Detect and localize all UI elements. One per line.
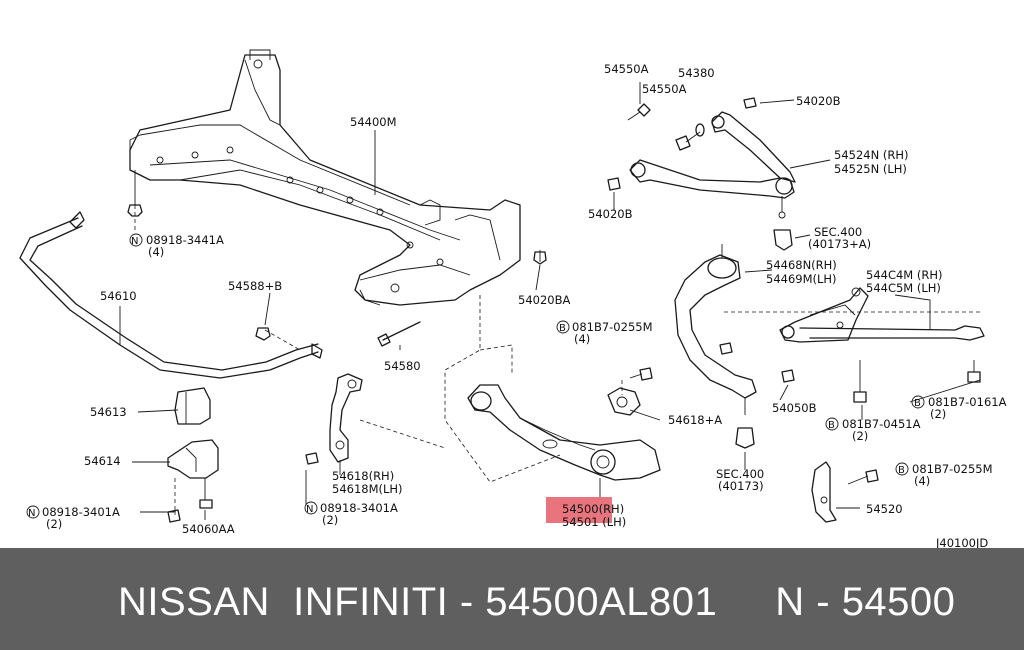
highlighted-part-marker (546, 497, 612, 523)
b-symbol-icon (895, 462, 909, 476)
label-081b7-0161a: 081B7-0161A (928, 395, 1007, 409)
label-40173a: (40173+A) (808, 237, 871, 251)
n-symbol: N (28, 508, 35, 519)
assembly-guide-lines (134, 205, 980, 515)
label-qty-4-a: (4) (148, 245, 164, 259)
label-sec400-upper: SEC.400 (814, 225, 862, 239)
part-number-title: NISSAN INFINITI - 54500AL801 N - 54500 (118, 580, 956, 624)
label-54618-rh: 54618(RH) (332, 469, 394, 483)
label-081b7-0451a: 081B7-0451A (842, 417, 921, 431)
label-54050b: 54050B (772, 401, 817, 415)
label-54613: 54613 (90, 405, 127, 419)
label-54618a: 54618+A (668, 413, 722, 427)
label-qty-2-a: (2) (930, 407, 946, 421)
label-54550a: 54550A (642, 82, 687, 96)
steering-knuckle-illustration (674, 244, 757, 449)
label-qty-2-b: (2) (852, 429, 868, 443)
label-08918-3401a-left: 08918-3401A (42, 505, 120, 519)
label-54500-rh: 54500(RH) (562, 502, 624, 516)
b-symbol: B (828, 420, 835, 431)
label-54588b: 54588+B (228, 279, 282, 293)
n-symbol-icon (129, 233, 143, 247)
stabilizer-bushing-illustration (167, 387, 219, 479)
label-54020b-lower: 54020B (588, 207, 633, 221)
label-54400m: 54400M (350, 115, 397, 129)
label-40173: (40173) (718, 479, 764, 493)
label-54525n: 54525N (LH) (834, 162, 907, 176)
tension-rod-illustration (779, 287, 985, 343)
label-54614: 54614 (84, 454, 121, 468)
label-54020b-upper: 54020B (796, 94, 841, 108)
label-54524n: 54524N (RH) (834, 148, 908, 162)
b-symbol-icon (911, 395, 925, 409)
label-54468n: 54468N(RH) (766, 258, 837, 272)
label-544c4m: 544C4M (RH) (866, 268, 943, 282)
n-symbol-icon (26, 505, 40, 519)
label-544c5m: 544C5M (LH) (866, 281, 941, 295)
leader-lines (119, 82, 981, 520)
lower-control-arm-illustration (467, 384, 661, 481)
b-symbol: B (559, 323, 566, 334)
label-qty-2-d: (2) (322, 513, 338, 527)
label-qty-2-c: (2) (46, 517, 62, 531)
bracket-54520-illustration (811, 461, 837, 523)
b-symbol-icon (825, 417, 839, 431)
label-qty-4-b: (4) (574, 332, 590, 346)
label-54380: 54380 (678, 66, 715, 80)
label-54501-lh: 54501 (LH) (562, 515, 626, 529)
b-symbol: B (898, 465, 905, 476)
exploded-parts-diagram: 54550A 54380 54550A 54020B 54524N (RH) 5… (19, 49, 1007, 548)
label-qty-4-c: (4) (914, 474, 930, 488)
n-symbol: N (131, 236, 138, 247)
n-symbol: N (306, 504, 313, 515)
label-54618m-lh: 54618M(LH) (332, 482, 403, 496)
b-symbol-icon (556, 320, 570, 334)
label-54580: 54580 (384, 359, 421, 373)
label-08918-3441a: 08918-3441A (146, 233, 224, 247)
label-081b7-0255m-b: 081B7-0255M (912, 462, 993, 476)
label-08918-3401a-right: 08918-3401A (320, 501, 398, 515)
b-symbol: B (914, 398, 921, 409)
part-labels: 54550A 54380 54550A 54020B 54524N (RH) 5… (26, 62, 1007, 548)
upper-control-arm-illustration (629, 111, 796, 251)
label-54060aa: 54060AA (182, 522, 235, 536)
n-symbol-icon (304, 501, 318, 515)
label-54469m: 54469M(LH) (766, 272, 837, 286)
label-sec400-lower: SEC.400 (716, 467, 764, 481)
label-54520: 54520 (866, 502, 903, 516)
stabilizer-link-illustration (329, 373, 363, 463)
label-54020ba: 54020BA (518, 293, 570, 307)
suspension-member-illustration (129, 49, 521, 306)
label-54550a-top: 54550A (604, 62, 649, 76)
diagram-code: J40100JD (935, 536, 988, 548)
label-54610: 54610 (100, 289, 137, 303)
label-081b7-0255m-a: 081B7-0255M (572, 320, 653, 334)
fastener-icons (127, 97, 981, 523)
part-info-banner (0, 548, 1024, 650)
